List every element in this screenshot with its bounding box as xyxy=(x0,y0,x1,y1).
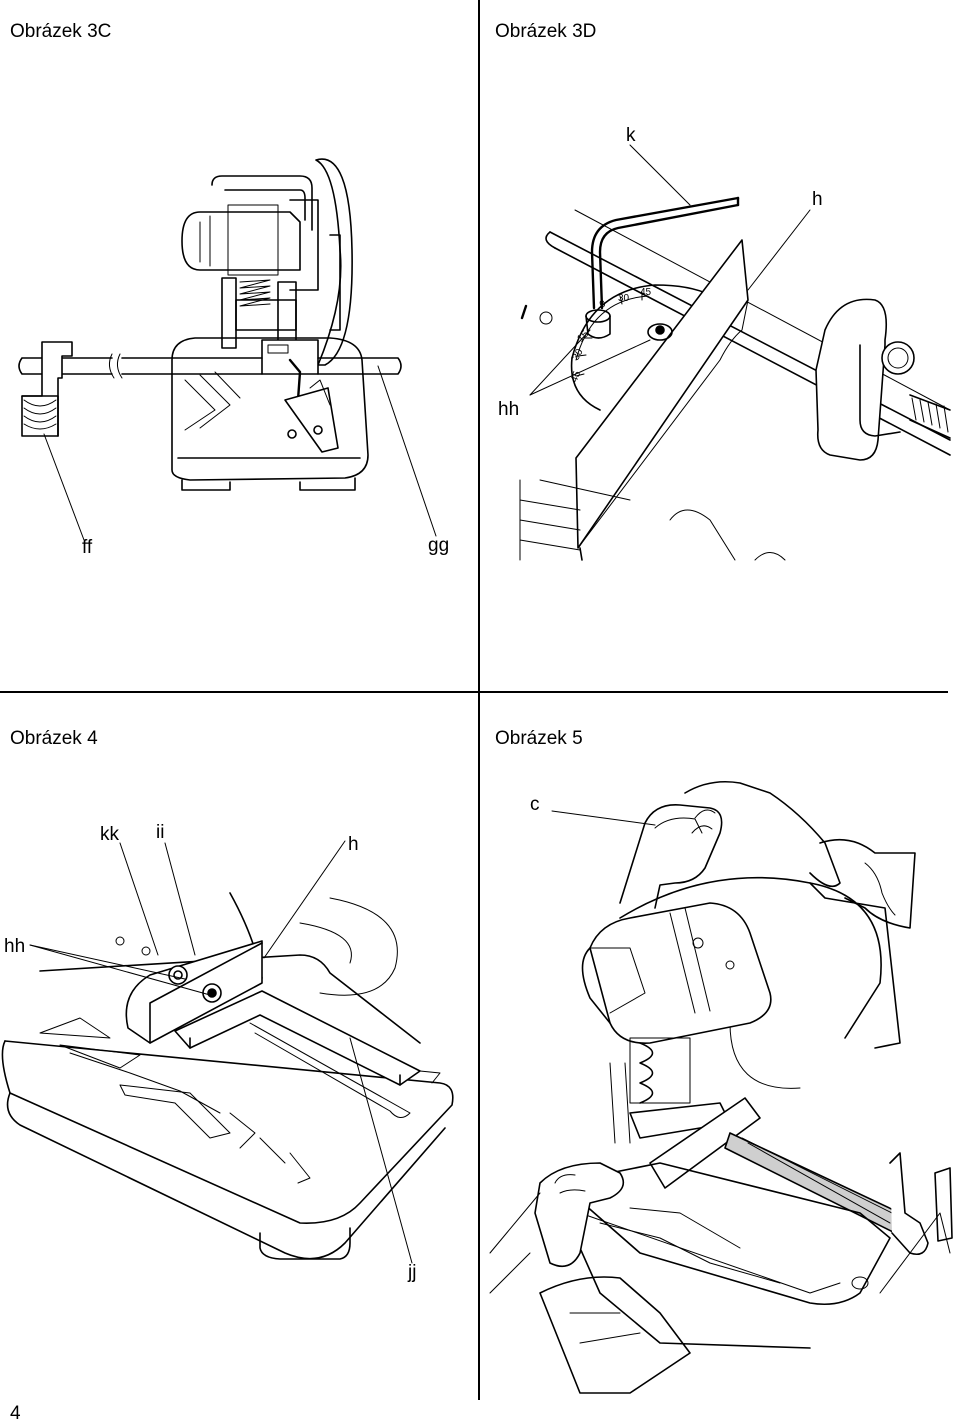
label-ff: ff xyxy=(82,537,93,558)
label-c: c xyxy=(530,794,540,815)
scale-mark-right-30: 30 xyxy=(618,293,630,304)
figure-4-illustration xyxy=(1,840,454,1264)
vertical-divider xyxy=(478,0,480,1400)
label-ii: ii xyxy=(156,822,165,843)
label-hh-fig4: hh xyxy=(4,936,26,957)
figure-3c-panel: Obrázek 3C xyxy=(0,0,478,691)
label-gg: gg xyxy=(428,535,450,556)
scale-mark-right-45: 45 xyxy=(640,287,652,298)
label-h-fig4: h xyxy=(348,834,359,855)
label-k: k xyxy=(626,125,636,146)
horizontal-divider xyxy=(0,691,948,693)
label-kk: kk xyxy=(100,824,119,845)
label-hh: hh xyxy=(498,399,520,420)
label-h: h xyxy=(812,189,823,210)
figure-4-title: Obrázek 4 xyxy=(10,728,98,749)
figure-3d-title: Obrázek 3D xyxy=(495,21,597,42)
figure-3c-title: Obrázek 3C xyxy=(10,21,112,42)
figure-5-title: Obrázek 5 xyxy=(495,728,583,749)
label-jj: jj xyxy=(408,1262,417,1283)
figure-3c-illustration xyxy=(18,158,437,541)
figure-3d-panel: Obrázek 3D xyxy=(480,0,960,691)
figure-4-panel: Obrázek 4 xyxy=(0,693,478,1400)
figure-3d-illustration xyxy=(519,144,951,561)
page-number: 4 xyxy=(10,1403,21,1424)
figure-5-illustration xyxy=(489,780,953,1394)
figure-5-panel: Obrázek 5 xyxy=(480,693,960,1400)
